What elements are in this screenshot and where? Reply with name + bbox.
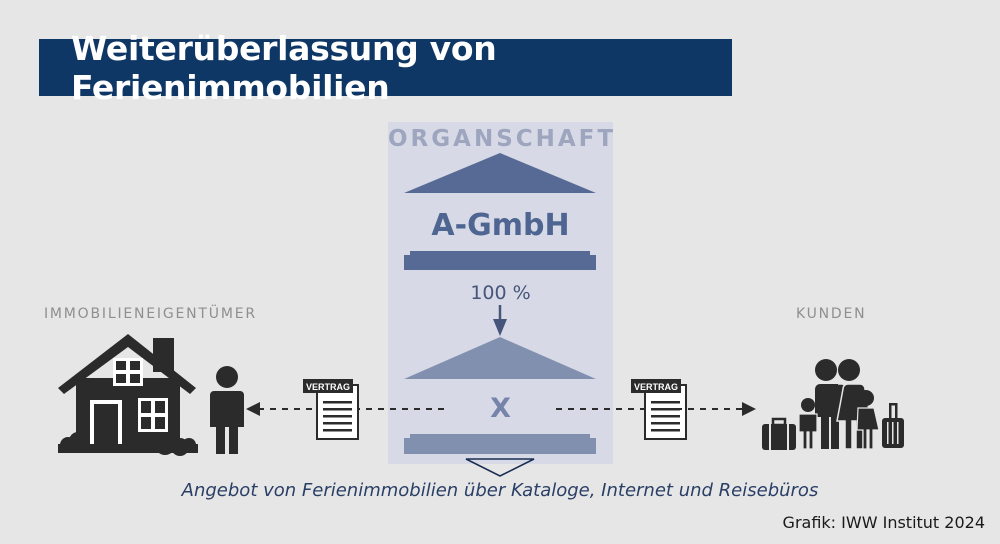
owner-person-icon bbox=[210, 366, 244, 454]
source-credit: Grafik: IWW Institut 2024 bbox=[782, 513, 985, 532]
offer-caption: Angebot von Ferienimmobilien über Katalo… bbox=[181, 480, 819, 501]
ownership-percent: 100 % bbox=[470, 282, 531, 304]
customer-label: KUNDEN bbox=[796, 306, 867, 322]
organschaft-label: ORGANSCHAFT bbox=[388, 126, 617, 152]
subsidiary-base-shape bbox=[410, 434, 590, 438]
house-icon bbox=[58, 334, 198, 456]
subsidiary-roof-shape bbox=[404, 337, 596, 379]
contract-label-right: VERTRAG bbox=[634, 382, 678, 392]
owner-label: IMMOBILIENEIGENTÜMER bbox=[44, 306, 257, 322]
contract-label-left: VERTRAG bbox=[306, 382, 350, 392]
subsidiary-company-label: X bbox=[490, 393, 511, 424]
family-icon bbox=[762, 359, 904, 450]
parent-company-label: A-GmbH bbox=[431, 208, 570, 243]
parent-roof-shape bbox=[404, 153, 596, 193]
offer-bracket bbox=[465, 458, 535, 477]
parent-base-shape bbox=[410, 251, 590, 255]
contract-document-icon-left bbox=[303, 379, 359, 440]
